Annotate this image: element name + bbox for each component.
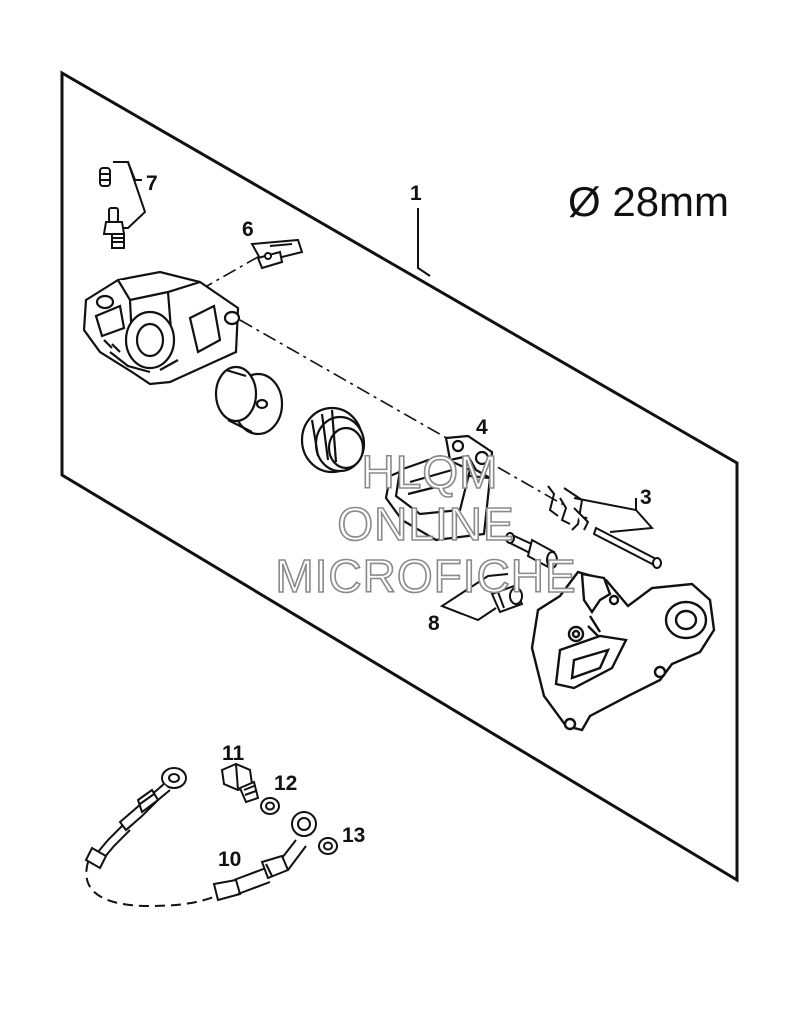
pad-spring-clip xyxy=(250,238,304,270)
caliper-body xyxy=(82,270,241,386)
callout-13: 13 xyxy=(342,824,365,847)
bleed-screw-cap xyxy=(99,167,111,187)
assembly-panel xyxy=(60,70,739,883)
piston-diameter-label: Ø 28mm xyxy=(568,178,729,225)
callout-7: 7 xyxy=(146,172,158,195)
brake-pads xyxy=(384,434,494,542)
leader-1 xyxy=(417,208,431,277)
callout-4: 4 xyxy=(476,416,488,439)
callout-11: 11 xyxy=(222,742,245,765)
watermark-line-1: HLQM xyxy=(362,446,499,498)
callout-10: 10 xyxy=(218,848,241,871)
leader-8 xyxy=(439,573,509,622)
leader-7 xyxy=(113,161,147,229)
slide-pin-set xyxy=(490,532,558,614)
callout-12: 12 xyxy=(274,772,297,795)
brake-hose xyxy=(84,767,317,908)
callout-6: 6 xyxy=(242,218,254,241)
sealing-washer-13 xyxy=(318,837,338,855)
watermark-line-3: MICROFICHE xyxy=(275,550,576,602)
piston-boot-seal xyxy=(300,406,366,474)
callout-1: 1 xyxy=(410,182,422,205)
callout-3: 3 xyxy=(640,486,652,509)
banjo-bolt xyxy=(220,762,260,804)
callout-8: 8 xyxy=(428,612,440,635)
bleed-screw xyxy=(102,207,126,249)
leader-3 xyxy=(573,497,655,533)
caliper-bracket xyxy=(530,570,716,732)
brake-piston xyxy=(214,364,284,436)
watermark-line-2: ONLINE xyxy=(337,498,514,550)
sealing-washer-12 xyxy=(260,797,280,815)
